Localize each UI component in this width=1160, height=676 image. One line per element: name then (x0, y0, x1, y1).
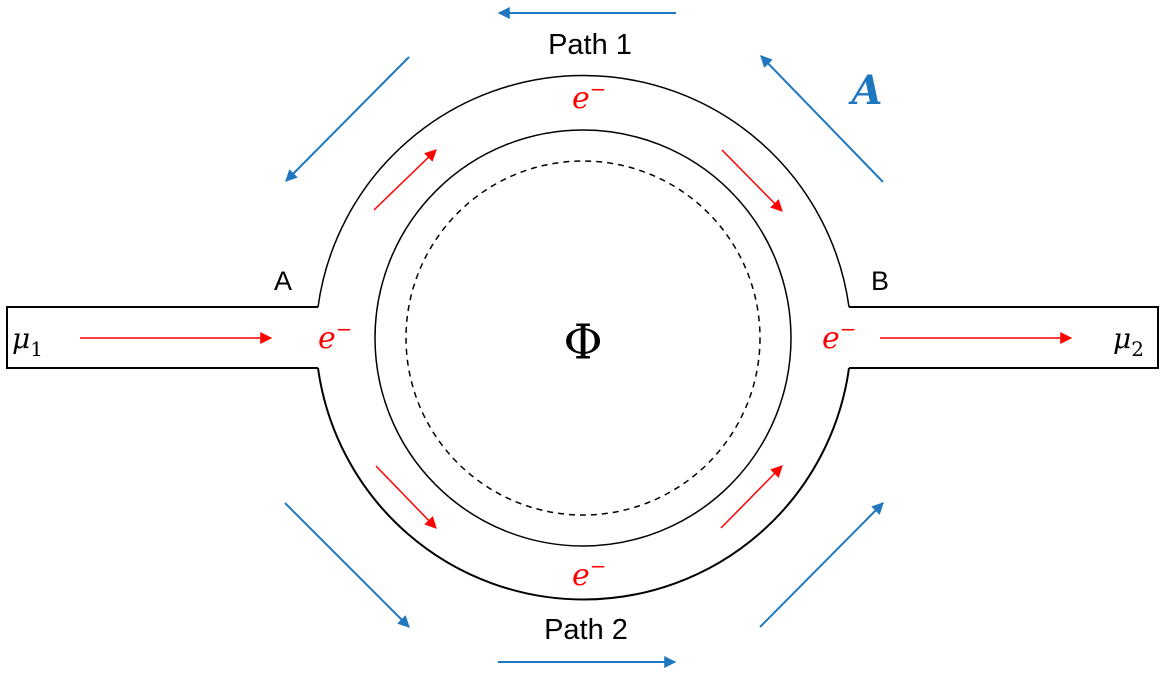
electron-label-bottom: e− (572, 554, 607, 593)
chemical-potential-mu1: μ1 (12, 322, 43, 361)
vector-potential-arrow-upper-left (285, 56, 410, 182)
path-1-label: Path 1 (548, 29, 632, 61)
vector-potential-arrow-upper-right (760, 55, 884, 183)
outer-ring-lower-arc (317, 367, 850, 601)
electron-label-left: e− (318, 317, 353, 356)
flux-symbol: Φ (563, 315, 602, 371)
inner-ring (374, 129, 792, 547)
flux-region (405, 160, 761, 516)
vector-potential-label: A (847, 67, 882, 114)
electron-arrow-upper-left (373, 149, 437, 211)
junction-a-label: A (274, 266, 292, 296)
vector-potential-arrow-lower-left (284, 502, 410, 628)
left-lead (6, 306, 318, 369)
path-2-label: Path 2 (544, 614, 628, 646)
outer-ring-upper-arc (317, 74, 850, 308)
electron-label-top: e− (572, 77, 607, 116)
vector-potential-arrow-lower-right (759, 502, 884, 628)
right-lead (849, 306, 1159, 369)
electron-label-right: e− (822, 317, 857, 356)
electron-arrow-lower-left (375, 465, 437, 529)
chemical-potential-mu2: μ2 (1113, 322, 1144, 361)
junction-b-label: B (871, 266, 889, 296)
electron-arrow-lower-right (720, 465, 783, 529)
electron-arrow-upper-right (721, 149, 783, 212)
